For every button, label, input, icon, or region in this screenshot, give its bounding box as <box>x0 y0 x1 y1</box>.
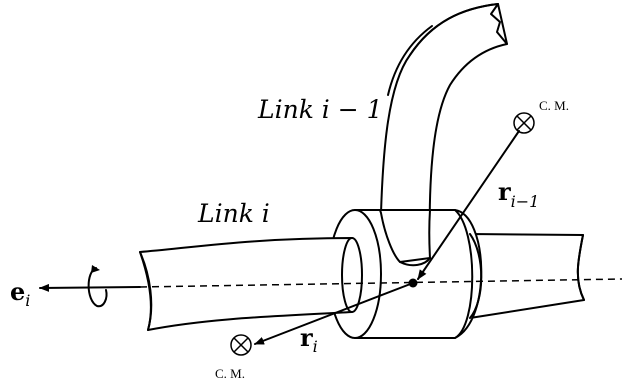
e-i-vector <box>39 283 141 292</box>
e-i-vec: e <box>10 277 25 306</box>
e-i-sub: i <box>25 291 30 310</box>
r-i-sub: i <box>313 337 318 356</box>
r-prev-vec: r <box>498 177 511 206</box>
link-i-minus-1-label: Link i − 1 <box>257 95 383 124</box>
right-shaft <box>469 233 585 319</box>
cm-marker-bottom <box>230 334 252 356</box>
rotation-icon <box>87 267 108 308</box>
cm-bottom-label: C. M. <box>215 366 245 381</box>
cm-marker-top <box>513 112 535 134</box>
r-prev-sub: i−1 <box>511 192 540 211</box>
rotation-arrowhead <box>91 265 100 273</box>
link-i-minus-1-lower <box>379 209 431 267</box>
e-i-label: ei <box>10 277 30 310</box>
link-i-minus-1-body <box>380 3 508 263</box>
r-i-label: ri <box>300 323 318 356</box>
r-i-minus-1-label: ri−1 <box>498 177 539 211</box>
r-i-vec: r <box>300 323 313 352</box>
r-i-vector <box>254 282 414 345</box>
link-i-label: Link i <box>197 199 270 228</box>
r-i-minus-1-vector <box>417 130 520 280</box>
joint-axis-line <box>139 278 623 288</box>
cm-top-label: C. M. <box>539 98 569 113</box>
link-i-body <box>139 237 363 331</box>
